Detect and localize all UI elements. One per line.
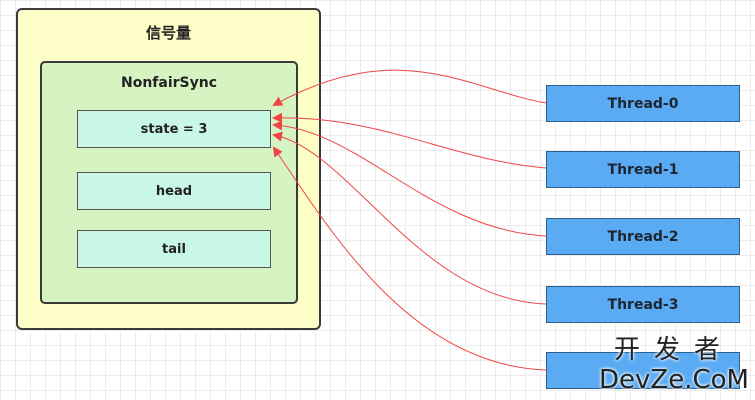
arrow-thread-3 (272, 131, 547, 305)
arrow-thread-4 (272, 146, 547, 371)
semaphore-title: 信号量 (145, 24, 191, 42)
arrow-thread-0 (272, 69, 547, 106)
arrow-thread-2 (272, 120, 547, 237)
thread-0-box: Thread-0 (546, 85, 740, 122)
thread-3-box: Thread-3 (546, 286, 740, 323)
state-field: state = 3 (77, 110, 271, 148)
watermark-line-1: 开发者 (613, 335, 734, 365)
thread-1-box: Thread-1 (546, 151, 740, 188)
thread-2-box: Thread-2 (546, 218, 740, 255)
watermark: 开发者 DevZe.CoM (598, 335, 750, 397)
head-field: head (77, 172, 271, 210)
tail-field: tail (77, 230, 271, 268)
watermark-line-2: DevZe.CoM (599, 365, 749, 395)
thread-4-box (546, 352, 740, 389)
arrow-thread-1 (272, 112, 547, 169)
nonfair-sync-title: NonfairSync (120, 75, 218, 91)
